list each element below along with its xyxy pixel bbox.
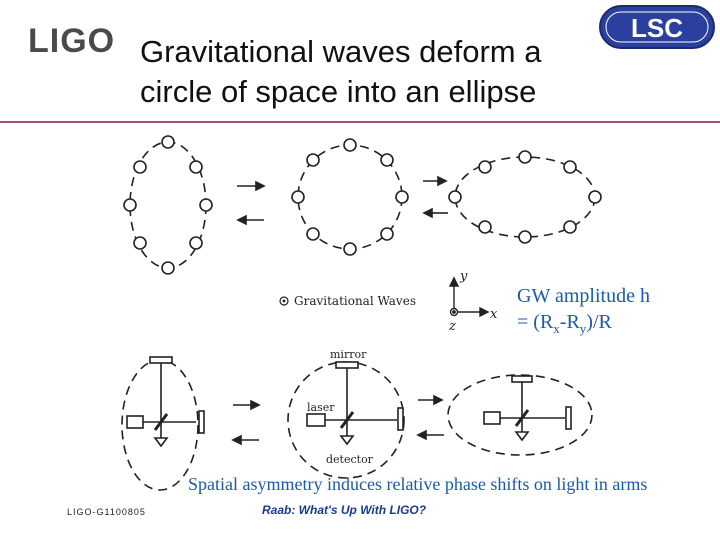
- axes-icon: [448, 276, 490, 318]
- axis-x-label: x: [490, 307, 498, 322]
- gw-diagram: Gravitational Waves y x z mirror laser d…: [121, 135, 602, 491]
- interferometer-right: [447, 374, 593, 456]
- gw-amplitude-line2: = (Rx-Ry)/R: [517, 309, 717, 342]
- gw-legend: Gravitational Waves: [279, 294, 416, 308]
- detector-label: detector: [326, 453, 374, 466]
- arrows-top: [236, 175, 448, 226]
- formula-prefix: = (R: [517, 311, 554, 333]
- laser-label: laser: [307, 401, 335, 414]
- interferometer-center: [287, 361, 405, 479]
- arrows-bottom: [231, 394, 444, 446]
- formula-sub-x: x: [553, 321, 560, 336]
- title-divider: [0, 121, 720, 123]
- asymmetry-caption: Spatial asymmetry induces relative phase…: [188, 474, 648, 494]
- formula-suffix: )/R: [586, 311, 612, 333]
- lsc-logo-text: LSC: [631, 13, 683, 43]
- gw-amplitude-formula: GW amplitude h = (Rx-Ry)/R: [517, 283, 717, 342]
- ring-vertical-ellipse: [123, 135, 213, 275]
- document-id: LIGO-G1100805: [67, 507, 146, 517]
- mirror-label: mirror: [330, 348, 367, 361]
- axis-z-label: z: [448, 319, 456, 334]
- formula-minus: -R: [559, 311, 580, 333]
- gw-amplitude-line1: GW amplitude h: [517, 285, 650, 307]
- ring-circle: [291, 138, 409, 256]
- axis-y-label: y: [459, 269, 468, 284]
- interferometer-left: [121, 356, 205, 491]
- lsc-logo: LSC: [599, 5, 715, 49]
- gw-legend-label: Gravitational Waves: [294, 294, 416, 308]
- formula-sub-y: y: [579, 321, 587, 336]
- page-title: Gravitational waves deform a circle of s…: [140, 34, 542, 109]
- ring-horizontal-ellipse: [448, 150, 602, 244]
- footer-credit: Raab: What's Up With LIGO?: [262, 503, 427, 517]
- ligo-logo: LIGO: [28, 22, 116, 60]
